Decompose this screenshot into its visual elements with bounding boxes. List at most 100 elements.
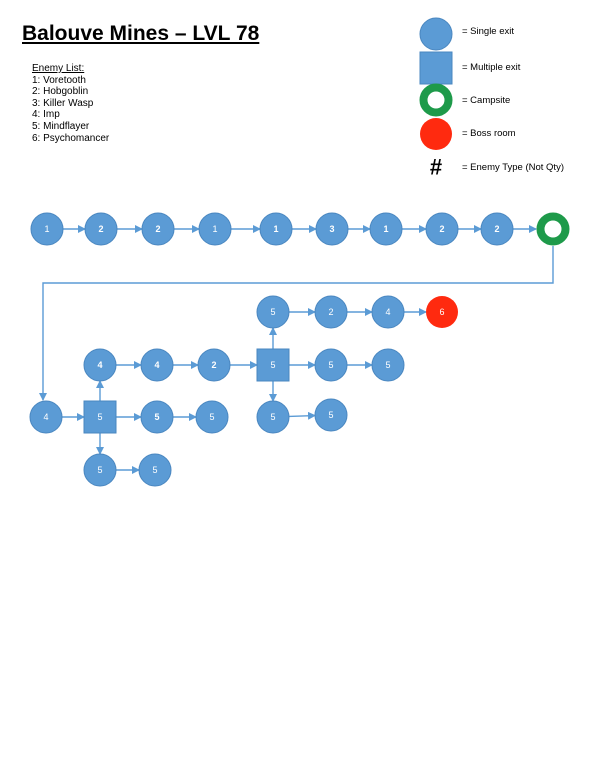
room-enemy-type-label: 5 <box>385 360 390 370</box>
room-node-r9: 2 <box>480 212 514 246</box>
map-nodes: 1 2 2 1 1 3 1 2 2 4 5 4 4 2 5 5 5 5 5 5 2 4 6 5 5 5 5 <box>29 212 570 487</box>
room-enemy-type-label: 5 <box>328 410 333 420</box>
room-node-r5: 1 <box>259 212 293 246</box>
room-node-e1: 5 <box>140 400 174 434</box>
legend-single-exit-circle <box>419 17 453 51</box>
enemy-list-heading: Enemy List: <box>32 63 85 74</box>
room-node-r1: 1 <box>30 212 64 246</box>
room-node-u1: 5 <box>256 295 290 329</box>
room-enemy-type-label: 1 <box>273 224 278 234</box>
room-enemy-type-label: 5 <box>328 360 333 370</box>
room-enemy-type-label: 5 <box>270 412 275 422</box>
edge-camp-to-b1 <box>39 246 554 401</box>
room-node-a1: 4 <box>83 348 117 382</box>
room-node-e2: 5 <box>195 400 229 434</box>
single-exit-room <box>314 295 348 329</box>
single-exit-room <box>314 398 348 432</box>
room-enemy-type-label: 5 <box>97 465 102 475</box>
room-enemy-type-label: 4 <box>97 360 102 370</box>
single-exit-room <box>256 400 290 434</box>
multiple-exit-room <box>83 400 117 434</box>
room-enemy-type-label: 5 <box>209 412 214 422</box>
single-exit-room <box>138 453 172 487</box>
legend-campsite-ring <box>419 83 453 117</box>
room-enemy-type-label: 5 <box>270 360 275 370</box>
room-enemy-type-label: 4 <box>154 360 159 370</box>
room-node-s1: 5 <box>314 348 348 382</box>
room-enemy-type-label: 2 <box>494 224 499 234</box>
room-node-r4: 1 <box>198 212 232 246</box>
room-node-d1: 5 <box>83 453 117 487</box>
room-node-r7: 1 <box>369 212 403 246</box>
room-enemy-type-label: 4 <box>43 412 48 422</box>
single-exit-room <box>83 348 117 382</box>
room-node-r8: 2 <box>425 212 459 246</box>
page-title: Balouve Mines – LVL 78 <box>22 22 260 45</box>
enemy-list-item: 1: Voretooth <box>32 74 86 86</box>
legend-enemy-type-label: = Enemy Type (Not Qty) <box>462 162 564 173</box>
single-exit-room <box>198 212 232 246</box>
single-exit-room <box>369 212 403 246</box>
map-edges <box>39 225 554 474</box>
room-enemy-type-label: 2 <box>439 224 444 234</box>
room-enemy-type-label: 6 <box>439 307 444 317</box>
room-node-boss: 6 <box>426 296 458 328</box>
legend-boss-room-circle <box>420 118 452 150</box>
single-exit-room <box>83 453 117 487</box>
room-node-b1: 4 <box>29 400 63 434</box>
enemy-list-item: 4: Imp <box>32 109 60 121</box>
room-enemy-type-label: 2 <box>328 307 333 317</box>
edge-t1-to-t2 <box>288 411 317 420</box>
multiple-exit-room <box>256 348 290 382</box>
room-node-a2: 4 <box>140 348 174 382</box>
single-exit-room <box>314 348 348 382</box>
room-node-r2: 2 <box>84 212 118 246</box>
campsite-room <box>536 212 570 246</box>
room-enemy-type-label: 4 <box>385 307 390 317</box>
single-exit-room <box>140 348 174 382</box>
room-enemy-type-label: 5 <box>97 412 102 422</box>
enemy-list-item: 3: Killer Wasp <box>32 97 94 109</box>
legend-single-exit-label: = Single exit <box>462 26 515 37</box>
single-exit-room <box>195 400 229 434</box>
room-enemy-type-label: 5 <box>152 465 157 475</box>
enemy-list-item: 6: Psychomancer <box>32 132 110 144</box>
legend-multiple-exit-label: = Multiple exit <box>462 62 521 73</box>
legend-boss-room-label: = Boss room <box>462 128 516 139</box>
single-exit-room <box>197 348 231 382</box>
room-node-t2: 5 <box>314 398 348 432</box>
single-exit-room <box>480 212 514 246</box>
room-node-r6: 3 <box>315 212 349 246</box>
single-exit-room <box>256 295 290 329</box>
single-exit-room <box>259 212 293 246</box>
room-enemy-type-label: 1 <box>212 224 217 234</box>
single-exit-room <box>141 212 175 246</box>
boss-room <box>426 296 458 328</box>
room-node-camp <box>536 212 570 246</box>
room-node-s2: 5 <box>371 348 405 382</box>
room-node-sq1: 5 <box>83 400 117 434</box>
room-node-u3: 4 <box>371 295 405 329</box>
enemy-list-item: 5: Mindflayer <box>32 120 90 132</box>
single-exit-room <box>140 400 174 434</box>
single-exit-room <box>29 400 63 434</box>
legend-multiple-exit-square <box>419 51 453 85</box>
room-node-d2: 5 <box>138 453 172 487</box>
room-enemy-type-label: 2 <box>211 360 216 370</box>
room-enemy-type-label: 2 <box>98 224 103 234</box>
enemy-list: Enemy List: 1: Voretooth 2: Hobgoblin 3:… <box>32 63 109 144</box>
room-enemy-type-label: 5 <box>270 307 275 317</box>
room-node-u2: 2 <box>314 295 348 329</box>
single-exit-room <box>371 348 405 382</box>
enemy-list-item: 2: Hobgoblin <box>32 86 89 98</box>
single-exit-room <box>371 295 405 329</box>
room-enemy-type-label: 1 <box>44 224 49 234</box>
single-exit-room <box>30 212 64 246</box>
room-enemy-type-label: 3 <box>329 224 334 234</box>
room-node-t1: 5 <box>256 400 290 434</box>
single-exit-room <box>315 212 349 246</box>
legend-campsite-label: = Campsite <box>462 95 511 106</box>
room-node-r3: 2 <box>141 212 175 246</box>
single-exit-room <box>84 212 118 246</box>
room-node-sq2: 5 <box>256 348 290 382</box>
